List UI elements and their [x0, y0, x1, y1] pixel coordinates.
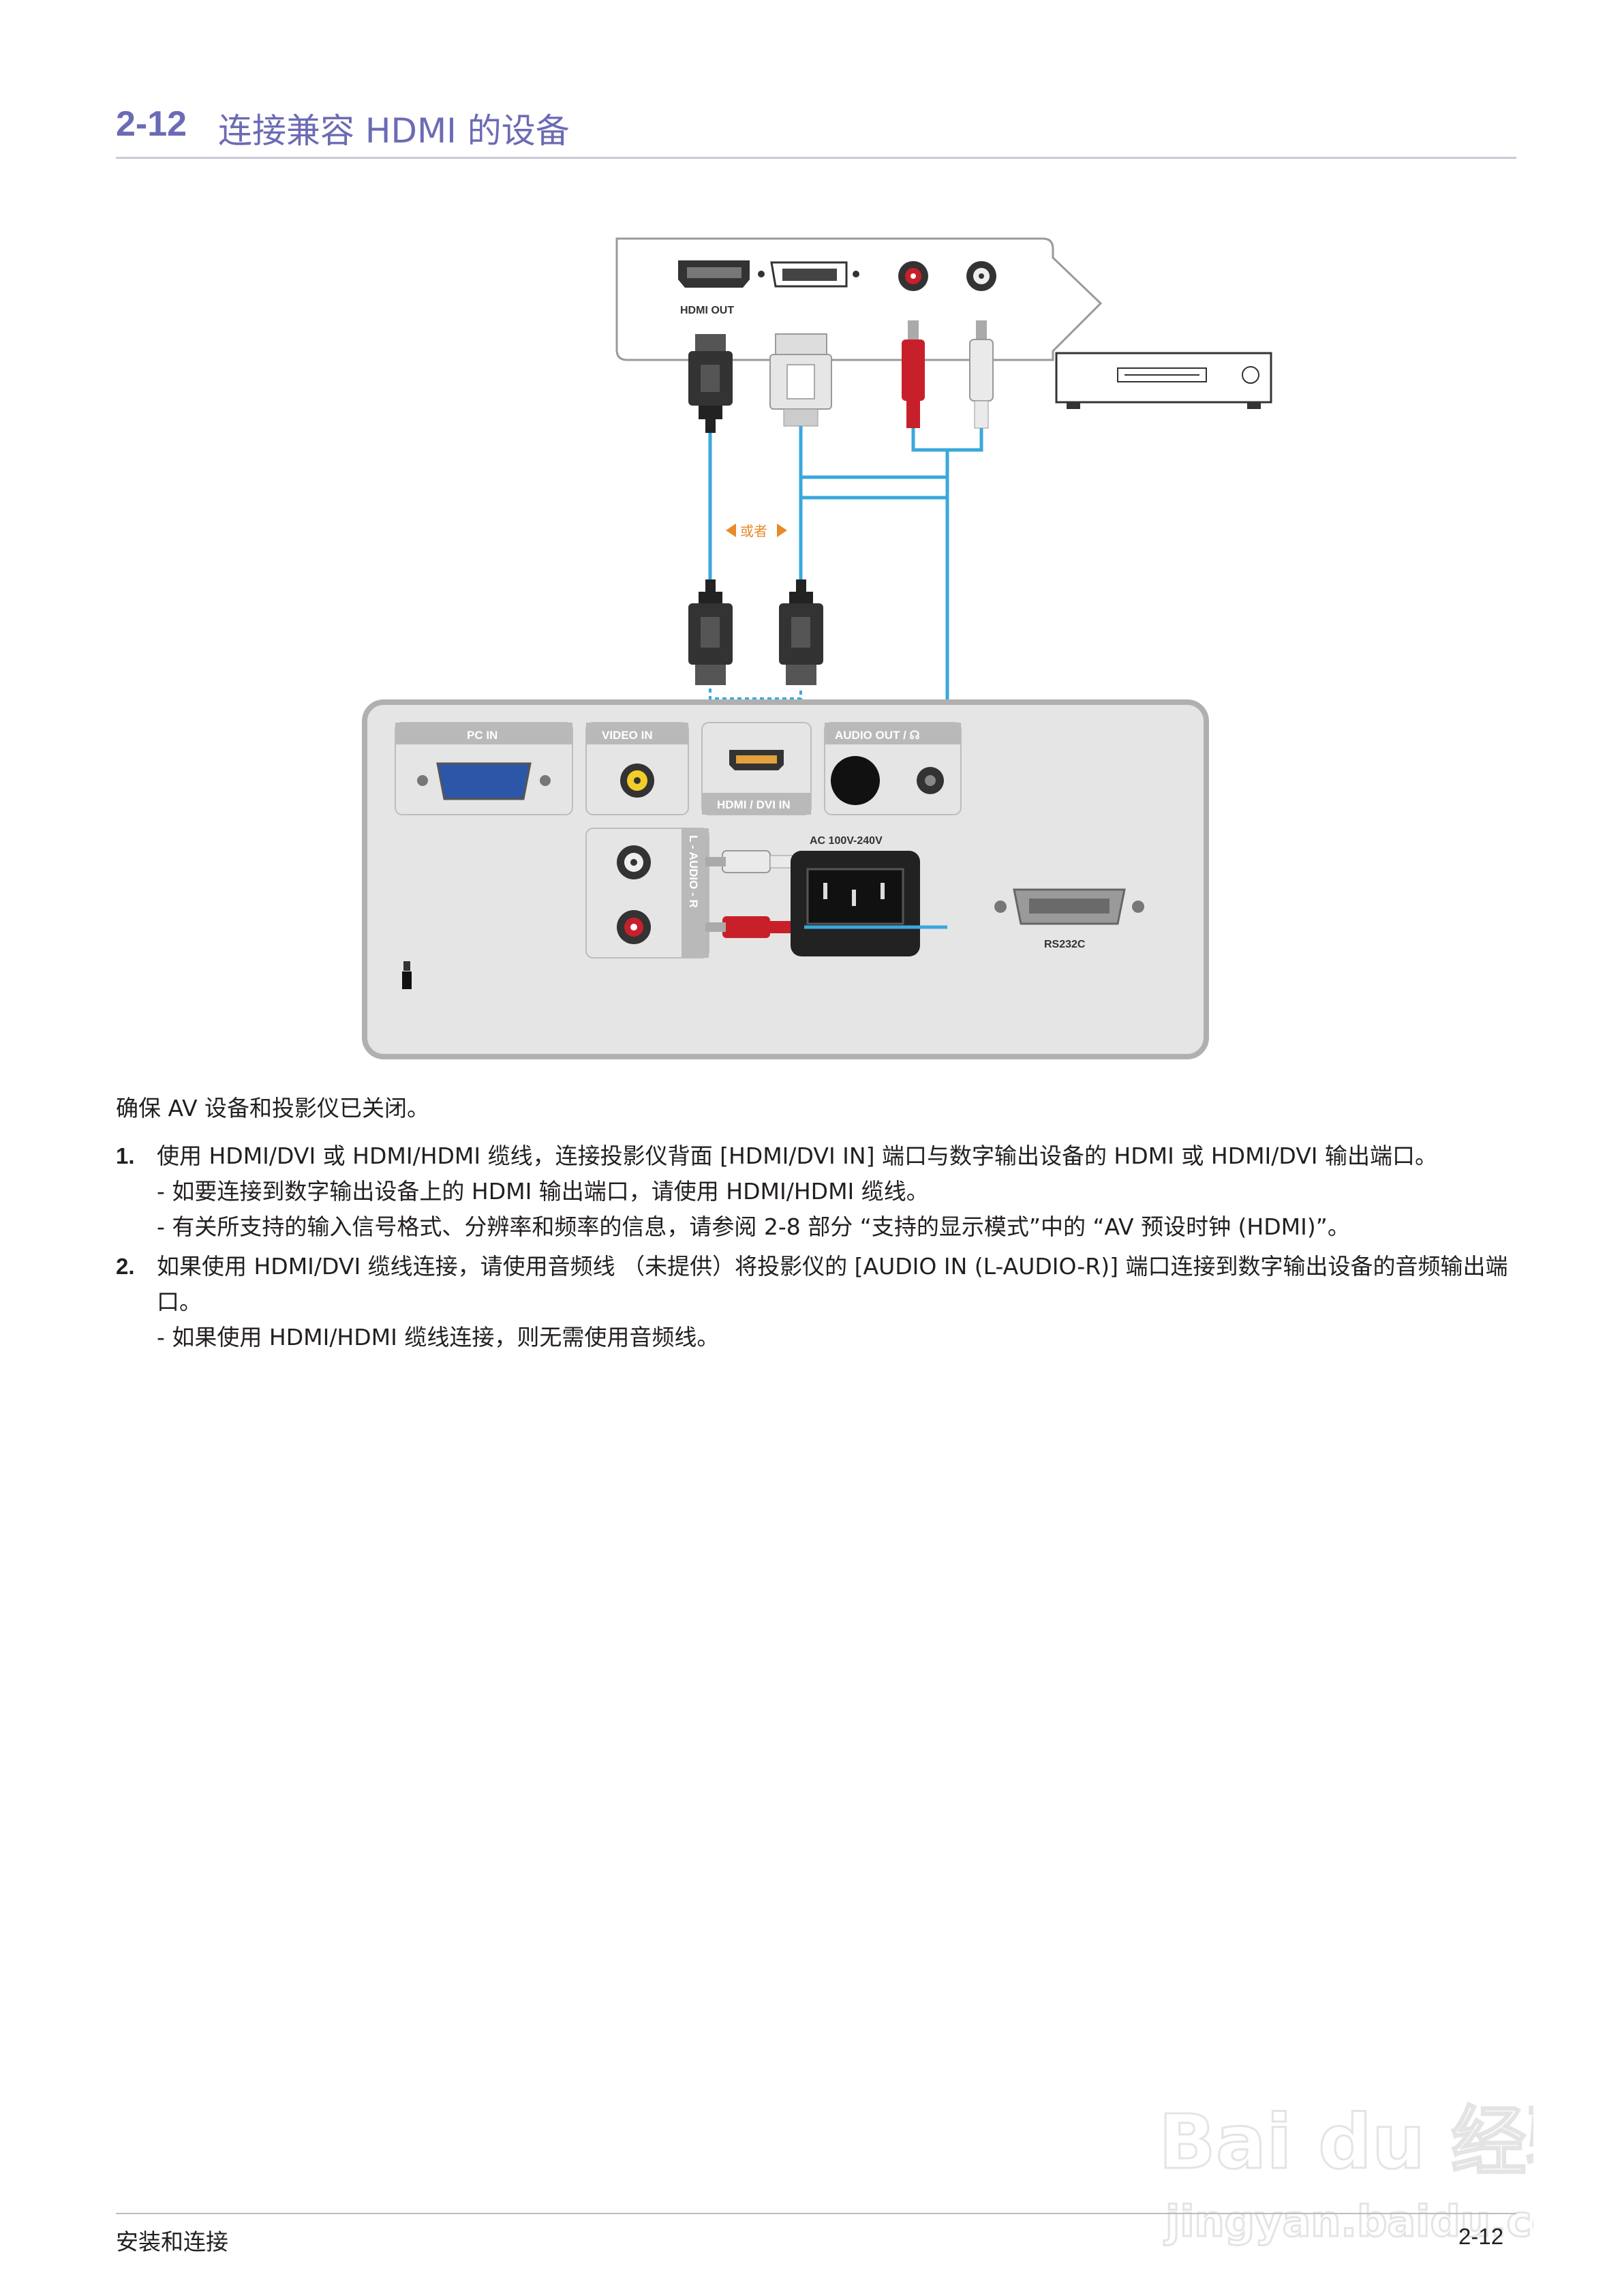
svg-text:或者: 或者: [740, 523, 767, 539]
lock-icon: [402, 961, 412, 989]
svg-text:AUDIO OUT / ☊: AUDIO OUT / ☊: [835, 729, 920, 742]
source-device-panel: [615, 237, 1103, 361]
page-header: 2-12 连接兼容 HDMI 的设备: [116, 102, 1516, 159]
hdmi-out-port: [678, 260, 750, 288]
svg-text:RS232C: RS232C: [1044, 939, 1086, 950]
page-number: 2-12: [1458, 2224, 1504, 2249]
audio-in-port: L - AUDIO - R: [585, 828, 709, 958]
dvi-plug-top: [769, 333, 832, 427]
video-in-port: VIDEO IN: [585, 722, 689, 815]
or-badge: 或者: [726, 523, 787, 539]
hdmi-dvi-in-port: HDMI / DVI IN: [701, 722, 812, 815]
svg-text:VIDEO IN: VIDEO IN: [602, 729, 653, 742]
dvi-out-port: [758, 261, 859, 288]
step-2: 2. 如果使用 HDMI/DVI 缆线连接，请使用音频线 （未提供）将投影仪的 …: [116, 1249, 1533, 1320]
svg-text:PC IN: PC IN: [467, 729, 498, 742]
step-1: 1. 使用 HDMI/DVI 或 HDMI/HDMI 缆线，连接投影仪背面 [H…: [116, 1138, 1533, 1174]
step-text: 使用 HDMI/DVI 或 HDMI/HDMI 缆线，连接投影仪背面 [HDMI…: [157, 1143, 1438, 1169]
hdmi-plug-right: [779, 579, 823, 685]
projector-back-panel: [362, 699, 1209, 1059]
pc-in-port: PC IN: [395, 722, 573, 815]
hdmi-out-label: HDMI OUT: [680, 305, 734, 316]
step-number: 2.: [116, 1254, 135, 1279]
intro-text: 确保 AV 设备和投影仪已关闭。: [116, 1095, 430, 1121]
rca-plug-white: [969, 320, 994, 429]
rca-plug-red: [902, 320, 925, 428]
hdmi-plug-top: [688, 334, 733, 433]
hdmi-plug-left: [688, 579, 733, 685]
step-1-note-2: - 有关所支持的输入信号格式、分辨率和频率的信息，请参阅 2-8 部分 “支持的…: [157, 1213, 1350, 1240]
svg-text:L - AUDIO - R: L - AUDIO - R: [687, 835, 700, 908]
footer-chapter: 安装和连接: [116, 2229, 228, 2255]
ac-power-inlet: AC 100V-240V: [791, 835, 920, 956]
audio-out-port: AUDIO OUT / ☊: [824, 722, 962, 815]
step-number: 1.: [116, 1143, 135, 1168]
step-2-note-1: - 如果使用 HDMI/HDMI 缆线连接，则无需使用音频线。: [157, 1324, 720, 1350]
av-device-icon: [1055, 352, 1272, 409]
svg-text:HDMI / DVI IN: HDMI / DVI IN: [717, 798, 791, 811]
step-text: 如果使用 HDMI/DVI 缆线连接，请使用音频线 （未提供）将投影仪的 [AU…: [157, 1253, 1508, 1315]
page-title: 连接兼容 HDMI 的设备: [218, 111, 570, 151]
instructions: 确保 AV 设备和投影仪已关闭。 1. 使用 HDMI/DVI 或 HDMI/H…: [116, 1091, 1533, 1355]
svg-text:jingyan.baidu.com: jingyan.baidu.com: [1163, 2196, 1533, 2246]
baidu-watermark: Bai du 经验 jingyan.baidu.com: [1152, 2052, 1606, 2256]
section-number: 2-12: [116, 104, 187, 144]
svg-text:AC 100V-240V: AC 100V-240V: [810, 835, 883, 847]
step-1-note-1: - 如要连接到数字输出设备上的 HDMI 输出端口，请使用 HDMI/HDMI …: [157, 1178, 929, 1205]
svg-text:Bai du 经验: Bai du 经验: [1159, 2098, 1533, 2186]
footer-divider: [116, 2213, 1516, 2214]
rs232c-port: RS232C: [994, 888, 1144, 950]
connection-diagram: HDMI OUT: [354, 225, 1295, 1063]
